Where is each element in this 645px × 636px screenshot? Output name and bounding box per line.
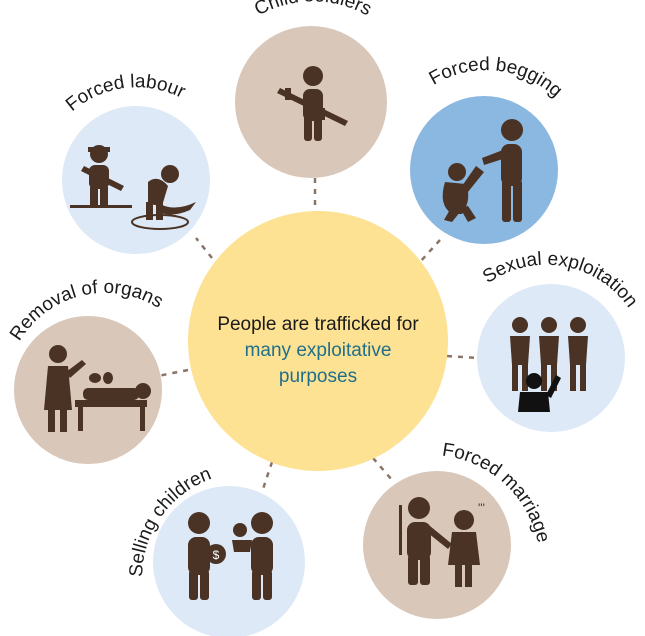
center-text-line2: many exploitative xyxy=(245,340,392,361)
node-sexual-exploitation: Sexual exploitation xyxy=(477,249,642,432)
sexual-exploitation-icon xyxy=(510,317,588,412)
selling-children-icon: $ xyxy=(188,512,273,600)
node-forced-marriage: Forced marriage ''' xyxy=(363,440,554,619)
node-forced-begging: Forced begging xyxy=(410,54,566,244)
svg-text:$: $ xyxy=(213,548,220,562)
center-node: People are trafficked for many exploitat… xyxy=(188,211,448,471)
forced-labour-icon xyxy=(70,145,196,230)
begging-icon xyxy=(442,119,523,222)
child-soldiers-label: Child soldiers xyxy=(251,0,375,20)
child-soldier-icon xyxy=(277,66,348,141)
organ-removal-icon xyxy=(44,345,151,432)
connector-removal-of-organs xyxy=(157,368,189,378)
forced-begging-circle xyxy=(410,96,558,244)
node-child-soldiers: Child soldiers xyxy=(235,0,387,178)
node-forced-labour: Forced labour xyxy=(62,71,210,254)
node-selling-children: Selling children $ xyxy=(126,463,305,636)
connector-forced-labour xyxy=(195,237,213,259)
connector-forced-marriage xyxy=(372,457,393,481)
forced-labour-circle xyxy=(62,106,210,254)
center-text-line3: purposes xyxy=(279,366,357,387)
selling-children-circle xyxy=(153,486,305,636)
forced-marriage-icon: ''' xyxy=(399,497,485,587)
forced-begging-label: Forced begging xyxy=(426,54,566,102)
connector-sexual-exploitation xyxy=(446,354,479,360)
forced-marriage-circle xyxy=(363,471,511,619)
center-circle xyxy=(188,211,448,471)
svg-text:''': ''' xyxy=(478,501,485,515)
connector-lines xyxy=(157,178,479,493)
connector-selling-children xyxy=(260,461,274,493)
center-text-line1: People are trafficked for xyxy=(217,314,419,335)
node-removal-of-organs: Removal of organs xyxy=(6,277,167,464)
connector-forced-begging xyxy=(419,239,441,263)
